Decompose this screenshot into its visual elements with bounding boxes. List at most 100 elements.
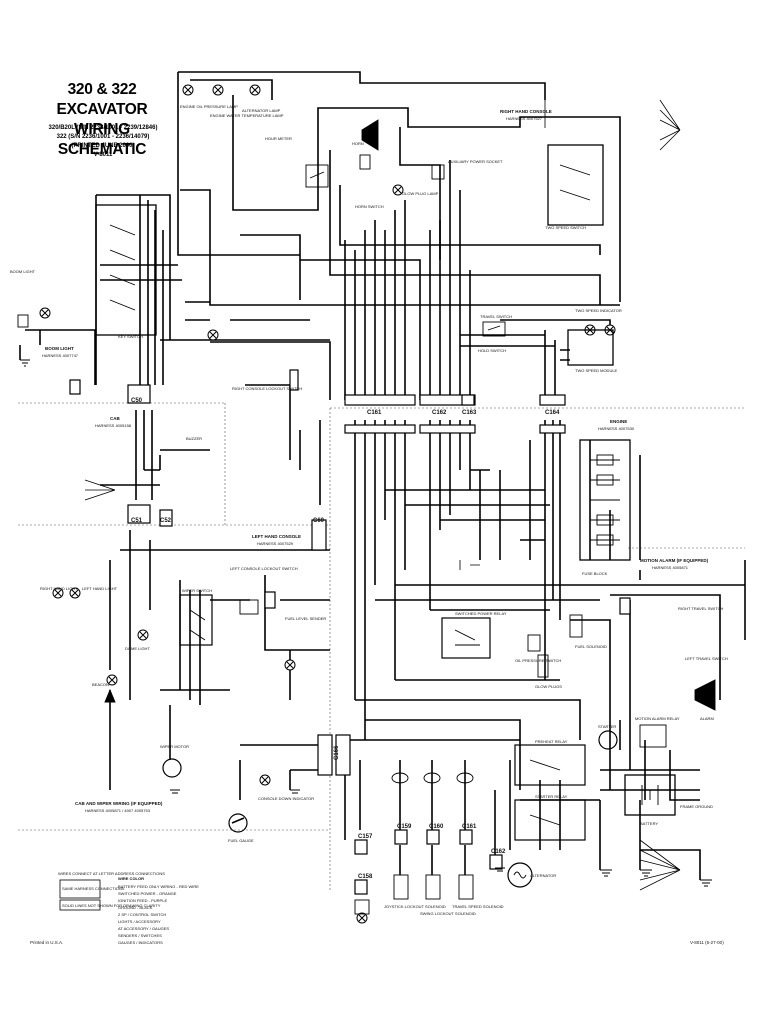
label-two-speed-indicator: TWO SPEED INDICATOR	[575, 308, 622, 313]
connector-c52: C52	[160, 518, 172, 524]
label-travel-speed-solenoid: TRAVEL SPEED SOLENOID	[452, 904, 504, 909]
wire-harness-lines	[19, 71, 746, 880]
section-right-console-harness: HARNESS 4007527	[506, 116, 543, 121]
label-glow-plugs: GLOW PLUGS	[535, 684, 562, 689]
label-hour-meter: HOUR METER	[265, 136, 292, 141]
schematic-subtitle: 320/B20L (S/N 2238/1001 - 2239/12846) 32…	[28, 124, 178, 160]
document-code: V-8011	[93, 152, 113, 158]
section-cab-wiper-harness: HARNESS 4005871 / 4007 4005753	[85, 808, 151, 813]
label-right-lockout-switch: RIGHT CONSOLE LOCKOUT SWITCH	[232, 386, 302, 391]
label-key-switch: KEY SWITCH	[118, 334, 143, 339]
legend-color-heading: WIRE COLOR	[118, 876, 144, 881]
thin-signal-wires	[84, 85, 681, 891]
label-left-lockout-switch: LEFT CONSOLE LOCKOUT SWITCH	[230, 566, 298, 571]
printed-date: (PRINTED JUNE 2000)	[71, 143, 135, 149]
label-starter: STARTER	[598, 724, 616, 729]
footer-printed-in: Printed in U.S.A.	[30, 940, 64, 945]
label-glow-plug-lamp: GLOW PLUG LAMP	[402, 191, 439, 196]
component-labels: ENGINE OIL PRESSURE LAMP ENGINE WATER TE…	[10, 104, 728, 916]
section-cab-wiper: CAB AND WIPER WIRING (IF EQUIPPED)	[75, 801, 163, 806]
connector-c164: C164	[545, 410, 560, 416]
legend-color-row: GAUGES / INDICATORS	[118, 940, 163, 945]
label-travel-switch: TRAVEL SWITCH	[480, 314, 512, 319]
label-oil-pressure-lamp: ENGINE OIL PRESSURE LAMP	[180, 104, 238, 109]
serial-range-2: 322 (S/N 2236/1001 - 2236/14079)	[56, 134, 150, 140]
label-horn-switch: HORN SWITCH	[355, 204, 384, 209]
section-cab-harness: HARNESS 4005158	[95, 423, 132, 428]
label-two-speed-switch: TWO SPEED SWITCH	[545, 225, 586, 230]
connector-c51: C51	[131, 518, 143, 524]
label-alarm: ALARM	[700, 716, 714, 721]
connector-c158: C158	[358, 874, 373, 880]
label-beacon: BEACON	[92, 682, 109, 687]
connector-c157: C157	[358, 834, 373, 840]
label-fuse-block: FUSE BLOCK	[582, 571, 608, 576]
section-cab: CAB	[110, 416, 120, 421]
connector-c159: C159	[397, 824, 412, 830]
label-motion-alarm-relay: MOTION ALARM RELAY	[635, 716, 680, 721]
label-frame-ground: FRAME GROUND	[680, 804, 713, 809]
section-engine: ENGINE	[610, 419, 627, 424]
schematic-title: 320 & 322 EXCAVATOR WIRING SCHEMATIC	[32, 80, 172, 160]
lamp-symbols	[39, 84, 616, 924]
connector-blocks	[69, 369, 631, 895]
connector-c166: C166	[334, 745, 340, 760]
footer-document-ref: V-8011 (6-27-00)	[690, 940, 724, 945]
label-starter-relay: STARTER RELAY	[535, 794, 568, 799]
legend-same-harness: SAME HARNESS CONNECTIONS	[62, 886, 125, 891]
label-fuel-gauge: FUEL GAUGE	[228, 838, 254, 843]
label-aux-power-socket: AUXILIARY POWER SOCKET	[448, 159, 503, 164]
legend-color-row: IGNITION FEED - PURPLE	[118, 898, 167, 903]
section-right-console: RIGHT HAND CONSOLE	[500, 109, 552, 114]
label-wiper-motor: WIPER MOTOR	[160, 744, 189, 749]
section-engine-harness: HARNESS 4007530	[598, 426, 635, 431]
label-water-temp-lamp: ENGINE WATER TEMPERATURE LAMP	[210, 113, 284, 118]
label-switched-power-relay: SWITCHED POWER RELAY	[455, 611, 507, 616]
label-fuel-solenoid: FUEL SOLENOID	[575, 644, 607, 649]
legend-color-row: GROUND - BLACK	[118, 905, 153, 910]
connector-c162-lower: C162	[491, 849, 506, 855]
legend-color-row: 2 SP / CONTROL SWITCH	[118, 912, 166, 917]
legend: WIRES CONNECT AT LETTER ADDRESS CONNECTI…	[58, 871, 199, 945]
legend-color-row: AT ACCESSORY / GAUGES	[118, 926, 169, 931]
connector-labels: C50 C51 C52 C60 C161 C162 C163 C164 C166…	[131, 398, 560, 880]
label-alternator-lamp: ALTERNATOR LAMP	[242, 108, 281, 113]
legend-color-row: BATTERY FEED ONLY WIRING - RED WIRE	[118, 884, 199, 889]
label-oil-pressure-switch: OIL PRESSURE SWITCH	[515, 658, 561, 663]
title-line-2: WIRING SCHEMATIC	[57, 121, 147, 158]
label-right-travel-switch: RIGHT TRAVEL SWITCH	[678, 606, 724, 611]
legend-color-row: SENDERS / SWITCHES	[118, 933, 162, 938]
section-boom-light: BOOM LIGHT	[45, 346, 74, 351]
connector-c161: C161	[367, 410, 382, 416]
section-boom-light-harness: HARNESS 4007747	[42, 353, 79, 358]
connector-c163: C163	[462, 410, 477, 416]
label-left-travel-switch: LEFT TRAVEL SWITCH	[685, 656, 728, 661]
serial-range-1: 320/B20L (S/N 2238/1001 - 2239/12846)	[48, 125, 158, 131]
legend-wires-note: WIRES CONNECT AT LETTER ADDRESS CONNECTI…	[58, 871, 165, 876]
label-preheat-relay: PREHEAT RELAY	[535, 739, 568, 744]
label-alternator: ALTERNATOR	[530, 873, 556, 878]
connector-c160: C160	[429, 824, 444, 830]
label-joystick-lockout: JOYSTICK LOCKOUT SOLENOID	[384, 904, 446, 909]
connector-c50: C50	[131, 398, 143, 404]
section-motion-alarm-harness: HARNESS 4005871	[652, 565, 689, 570]
label-fuel-level-sender: FUEL LEVEL SENDER	[285, 616, 326, 621]
legend-color-row: LIGHTS / ACCESSORY	[118, 919, 161, 924]
label-horn: HORN	[352, 141, 364, 146]
relay-and-switch-symbols	[17, 119, 716, 915]
label-dome-light: DOME LIGHT	[125, 646, 150, 651]
connector-c60: C60	[313, 518, 325, 524]
label-left-light: LEFT HAND LIGHT	[82, 586, 118, 591]
label-battery: BATTERY	[640, 821, 658, 826]
label-boom-light: BOOM LIGHT	[10, 269, 36, 274]
connector-c162: C162	[432, 410, 447, 416]
connector-c161-lower: C161	[462, 824, 477, 830]
label-swing-lockout: SWING LOCKOUT SOLENOID	[420, 911, 476, 916]
label-two-speed-module: TWO SPEED MODULE	[575, 368, 618, 373]
section-headings: CAB HARNESS 4005158 RIGHT HAND CONSOLE H…	[42, 109, 709, 813]
label-wiper-switch: WIPER SWITCH	[182, 588, 212, 593]
label-right-light: RIGHT HAND LIGHT	[40, 586, 78, 591]
label-hold-switch: HOLD SWITCH	[478, 348, 506, 353]
